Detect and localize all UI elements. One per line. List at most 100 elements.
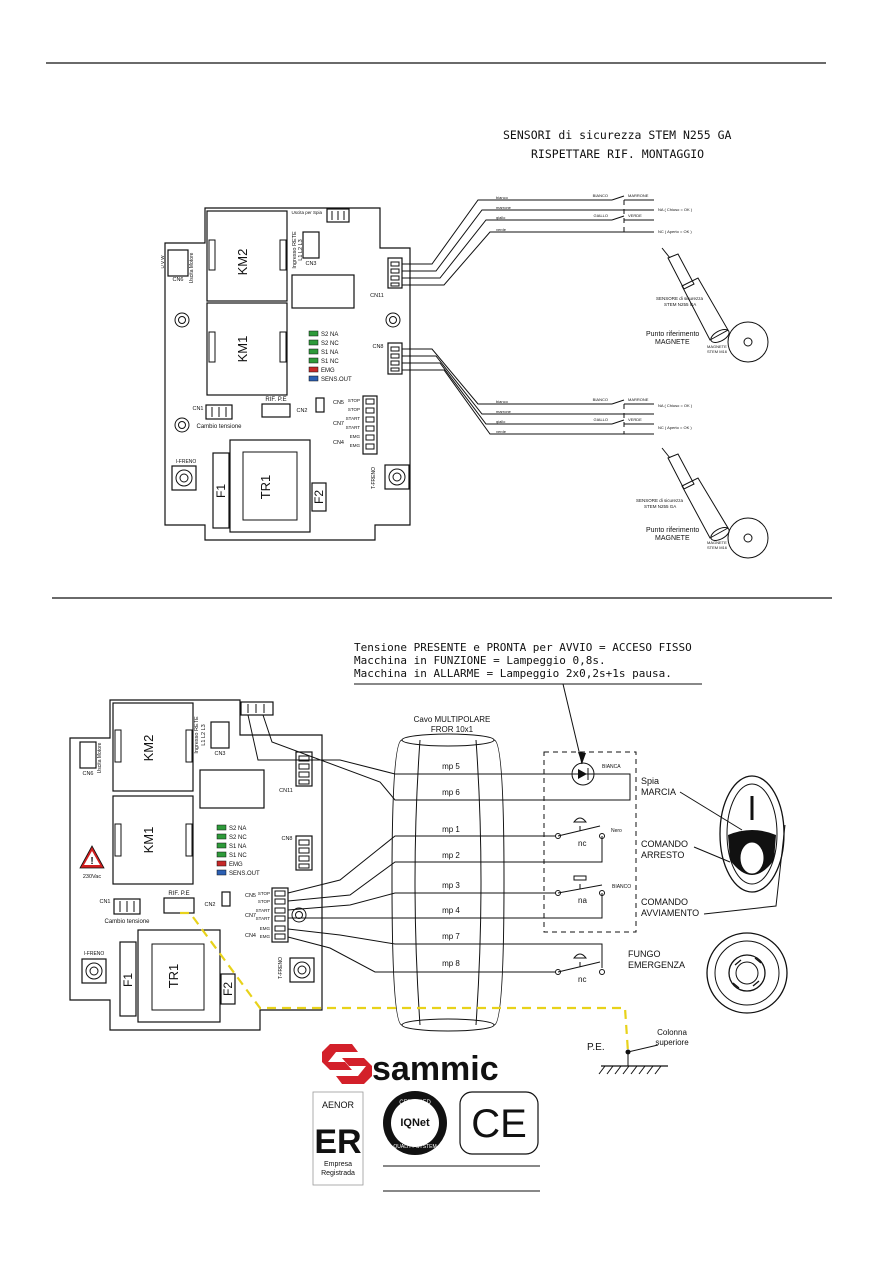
top-pin-stop1: STOP bbox=[348, 398, 360, 403]
nc-label-1: NC ( Aperto = OK ) bbox=[658, 229, 692, 234]
ce-label: CE bbox=[471, 1102, 527, 1146]
top-f2-label: F2 bbox=[312, 490, 326, 504]
top-led-s1na: S1 NA bbox=[321, 350, 338, 356]
top-sensor-labels-1: bianco marrone giallo verde BIANCO MARRO… bbox=[496, 193, 693, 234]
emergency-contact: nc bbox=[555, 953, 605, 984]
brand-name: sammic bbox=[372, 1050, 499, 1088]
top-rif-pe: RIF. P.E bbox=[265, 397, 286, 403]
bottom-km2-label: KM2 bbox=[141, 735, 156, 762]
fungo-label-1: FUNGO bbox=[628, 949, 661, 959]
bottom-i-freno: I-FRENO bbox=[84, 951, 105, 957]
top-cn4: CN4 bbox=[333, 440, 344, 446]
bottom-cn8: CN8 bbox=[281, 836, 292, 842]
bottom-tr1-label: TR1 bbox=[166, 964, 181, 989]
bottom-control-board: KM2 KM1 Ingresso RETE L1 L2 L3 CN3 CN6 U… bbox=[69, 699, 323, 1031]
bottom-km1-label: KM1 bbox=[141, 827, 156, 854]
start-stop-panel-icon bbox=[719, 775, 785, 893]
bottom-pin-stop1: STOP bbox=[258, 891, 270, 896]
sammic-logo: sammic bbox=[322, 1044, 499, 1088]
top-tr1-label: TR1 bbox=[258, 475, 273, 500]
wire-giallo-2: giallo bbox=[496, 419, 506, 424]
wire-giallo-cap-2: GIALLO bbox=[594, 417, 608, 422]
magnete-small-1: MAGNETE bbox=[707, 344, 727, 349]
top-f1-label: F1 bbox=[214, 484, 228, 498]
wire-mp1: mp 1 bbox=[442, 825, 460, 834]
top-cn5: CN5 bbox=[333, 400, 344, 406]
bottom-cn6: CN6 bbox=[82, 771, 93, 777]
warning-voltage: 230Vac bbox=[83, 874, 101, 880]
top-led-s2nc: S2 NC bbox=[321, 341, 339, 347]
sensors-heading-2: RISPETTARE RIF. MONTAGGIO bbox=[531, 147, 704, 161]
bottom-cn3: CN3 bbox=[214, 751, 225, 757]
bottom-pin-stop2: STOP bbox=[258, 899, 270, 904]
sensore-label-2: SENSORE di sicurezza bbox=[636, 498, 684, 503]
top-cn1: CN1 bbox=[192, 406, 203, 412]
wire-bianco-1: bianco bbox=[496, 195, 509, 200]
wire-mp3: mp 3 bbox=[442, 881, 460, 890]
fungo-label-2: EMERGENZA bbox=[628, 960, 685, 970]
cable-label-2: FROR 10x1 bbox=[431, 725, 474, 734]
stem-label-2: STEM N255 GA bbox=[644, 504, 676, 509]
bottom-cn4: CN4 bbox=[245, 933, 256, 939]
bottom-f2-label: F2 bbox=[221, 982, 235, 996]
er-label: ER bbox=[314, 1123, 361, 1161]
top-uscita-motore: Uscita Motore bbox=[189, 252, 195, 283]
aenor-logo: AENOR ER Empresa Registrada bbox=[312, 1091, 364, 1186]
magnete-small-2: MAGNETE bbox=[707, 540, 727, 545]
wire-mp8: mp 8 bbox=[442, 959, 460, 968]
magnete-label-1: MAGNETE bbox=[655, 339, 690, 346]
multipolar-cable: Cavo MULTIPOLARE FROR 10x1 bbox=[391, 715, 505, 1032]
magnete-label-2: MAGNETE bbox=[655, 535, 690, 542]
top-led-s1nc: S1 NC bbox=[321, 359, 339, 365]
note-line-1: Tensione PRESENTE e PRONTA per AVVIO = A… bbox=[354, 641, 692, 654]
registrada-label: Registrada bbox=[321, 1170, 355, 1177]
bottom-cn7: CN7 bbox=[245, 913, 256, 919]
ce-logo: CE bbox=[459, 1091, 539, 1155]
sensore-label-1: SENSORE di sicurezza bbox=[656, 296, 704, 301]
top-uscita-spia: Uscita per Spia bbox=[291, 210, 322, 215]
bottom-cn11: CN11 bbox=[279, 788, 293, 794]
wire-giallo-1: giallo bbox=[496, 215, 506, 220]
top-sensor-1: SENSORE di sicurezza STEM N255 GA Punto … bbox=[646, 247, 769, 363]
wire-verde-1: verde bbox=[496, 227, 507, 232]
iqnet-logo: CERTIFIED IQNet QUALITY SYSTEM bbox=[383, 1091, 447, 1155]
wire-marrone-2: marrone bbox=[496, 409, 512, 414]
spia-label-2: MARCIA bbox=[641, 787, 676, 797]
top-cn3: CN3 bbox=[305, 261, 316, 267]
stem-m16-1: STEM M16 bbox=[707, 349, 728, 354]
wire-verde-cap-1: VERDE bbox=[628, 213, 642, 218]
emergency-nc: nc bbox=[578, 975, 586, 984]
top-km2-label: KM2 bbox=[235, 249, 250, 276]
bottom-pin-start1: START bbox=[256, 908, 271, 913]
bottom-pin-emg1: EMG bbox=[260, 926, 271, 931]
top-led-sensout: SENS.OUT bbox=[321, 377, 352, 383]
bottom-cn1: CN1 bbox=[99, 899, 110, 905]
svg-text:!: ! bbox=[90, 856, 93, 867]
colonna-label-2: superiore bbox=[655, 1038, 689, 1047]
bottom-led-emg: EMG bbox=[229, 862, 243, 868]
bottom-led-s1na: S1 NA bbox=[229, 844, 246, 850]
bottom-led-sensout: SENS.OUT bbox=[229, 871, 260, 877]
arresto-label-1: COMANDO bbox=[641, 839, 688, 849]
bottom-uscita-motore: Uscita Motore bbox=[97, 742, 103, 773]
cable-label-1: Cavo MULTIPOLARE bbox=[414, 715, 491, 724]
top-i-freno: I-FRENO bbox=[176, 459, 197, 465]
bottom-t-freno: T-FRENO bbox=[278, 957, 284, 979]
top-uvw: U V W bbox=[160, 255, 165, 269]
top-cn7: CN7 bbox=[333, 421, 344, 427]
stop-nc: nc bbox=[578, 839, 586, 848]
wire-mp2: mp 2 bbox=[442, 851, 460, 860]
top-cn2: CN2 bbox=[296, 408, 307, 414]
top-pin-emg1: EMG bbox=[350, 434, 361, 439]
top-cn8: CN8 bbox=[372, 344, 383, 350]
start-na: na bbox=[578, 896, 587, 905]
wire-bianco-cap-1: BIANCO bbox=[593, 193, 608, 198]
note-line-3: Macchina in ALLARME = Lampeggio 2x0,2s+1… bbox=[354, 667, 672, 680]
top-km1-relay bbox=[206, 302, 288, 396]
bottom-led-s1nc: S1 NC bbox=[229, 853, 247, 859]
note-line-2: Macchina in FUNZIONE = Lampeggio 0,8s. bbox=[354, 654, 606, 667]
top-pin-stop2: STOP bbox=[348, 407, 360, 412]
avvio-label-1: COMANDO bbox=[641, 897, 688, 907]
wire-bianco-2: bianco bbox=[496, 399, 509, 404]
